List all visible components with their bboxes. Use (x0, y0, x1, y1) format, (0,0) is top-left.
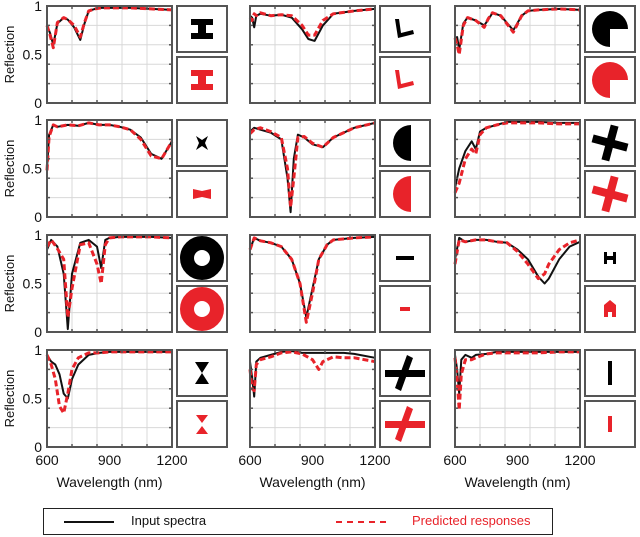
input-spectrum-line (46, 235, 173, 331)
input-spectrum-line (46, 121, 173, 169)
predicted-response-line (453, 238, 581, 281)
y-axis-title: Reflection (2, 26, 17, 84)
y-tick-label: 0.5 (23, 391, 43, 407)
legend-predicted-swatch (336, 521, 386, 523)
subplot-r3-c2 (453, 349, 636, 448)
x-tick-label: 900 (98, 452, 122, 468)
y-tick-label: 0 (34, 95, 42, 111)
y-axis-title: Reflection (2, 370, 17, 428)
predicted-geometry-icon (584, 400, 636, 448)
x-tick-label: 900 (301, 452, 325, 468)
y-axis-title: Reflection (2, 140, 17, 198)
predicted-geometry-icon (379, 170, 431, 218)
y-tick-label: 0 (34, 439, 42, 455)
predicted-response-line (45, 121, 174, 171)
predicted-geometry-icon (379, 400, 431, 448)
y-tick-label: 0.5 (23, 47, 43, 63)
predicted-response-line (248, 350, 376, 393)
input-geometry-icon (584, 349, 636, 397)
x-tick-label: 600 (238, 452, 262, 468)
y-tick-label: 0 (34, 209, 42, 225)
legend-input-swatch (64, 521, 114, 523)
input-geometry-icon (176, 119, 228, 167)
input-geometry-icon (176, 234, 228, 282)
input-geometry-icon (379, 349, 431, 397)
input-geometry-icon (584, 119, 636, 167)
legend-input-label: Input spectra (131, 513, 207, 528)
predicted-geometry-icon (584, 56, 636, 104)
y-tick-label: 0.5 (23, 161, 43, 177)
predicted-geometry-icon (379, 285, 431, 333)
subplot-r3-c0 (45, 349, 228, 448)
predicted-geometry-icon (584, 170, 636, 218)
input-spectrum-line (46, 350, 172, 400)
x-axis-title: Wavelength (nm) (464, 474, 570, 490)
subplot-r0-c1 (248, 5, 431, 104)
subplot-r1-c0 (45, 119, 228, 218)
x-axis-title: Wavelength (nm) (56, 474, 162, 490)
y-tick-label: 0 (34, 324, 42, 340)
input-spectrum-line (249, 121, 376, 214)
predicted-response-line (453, 121, 580, 194)
input-geometry-icon (584, 5, 636, 53)
legend-predicted-label: Predicted responses (412, 513, 531, 528)
predicted-response-line (453, 350, 580, 412)
x-tick-label: 1200 (359, 452, 390, 468)
subplot-r1-c1 (248, 119, 431, 218)
predicted-response-line (453, 7, 581, 56)
input-spectrum-line (454, 7, 581, 51)
predicted-response-line (248, 121, 376, 209)
predicted-geometry-icon (176, 56, 228, 104)
x-tick-label: 1200 (564, 452, 595, 468)
x-axis-title: Wavelength (nm) (259, 474, 365, 490)
x-tick-label: 600 (35, 452, 59, 468)
subplot-r2-c1 (248, 234, 431, 333)
y-tick-label: 1 (34, 112, 42, 128)
predicted-response-line (45, 235, 173, 319)
input-geometry-icon (176, 349, 228, 397)
y-axis-labels: 00.51Reflection00.51Reflection00.51Refle… (2, 0, 42, 455)
legend: Input spectra Predicted responses (43, 508, 553, 535)
x-tick-label: 600 (443, 452, 467, 468)
input-geometry-icon (379, 5, 431, 53)
subplot-r2-c2 (453, 234, 636, 333)
predicted-geometry-icon (176, 285, 228, 333)
input-spectrum-line (249, 235, 376, 319)
predicted-geometry-icon (379, 56, 431, 104)
subplot-grid (45, 5, 636, 448)
subplot-r0-c0 (45, 5, 228, 104)
y-tick-label: 0.5 (23, 276, 43, 292)
x-tick-label: 1200 (156, 452, 187, 468)
subplot-r0-c2 (453, 5, 636, 104)
input-geometry-icon (379, 119, 431, 167)
input-spectrum-line (249, 7, 376, 42)
input-geometry-icon (379, 234, 431, 282)
input-spectrum-line (46, 6, 173, 46)
y-axis-title: Reflection (2, 255, 17, 313)
x-tick-label: 900 (506, 452, 530, 468)
predicted-geometry-icon (176, 170, 228, 218)
predicted-geometry-icon (176, 400, 228, 448)
subplot-r1-c2 (453, 119, 636, 218)
input-geometry-icon (176, 5, 228, 53)
predicted-response-line (45, 350, 172, 415)
y-tick-label: 1 (34, 342, 42, 358)
predicted-response-line (248, 7, 376, 37)
subplot-r3-c1 (248, 349, 431, 448)
y-tick-label: 1 (34, 0, 42, 14)
predicted-response-line (45, 6, 173, 50)
subplot-r2-c0 (45, 234, 228, 333)
input-spectrum-line (454, 236, 581, 285)
predicted-response-line (248, 235, 376, 324)
predicted-geometry-icon (584, 285, 636, 333)
y-tick-label: 1 (34, 227, 42, 243)
input-geometry-icon (584, 234, 636, 282)
